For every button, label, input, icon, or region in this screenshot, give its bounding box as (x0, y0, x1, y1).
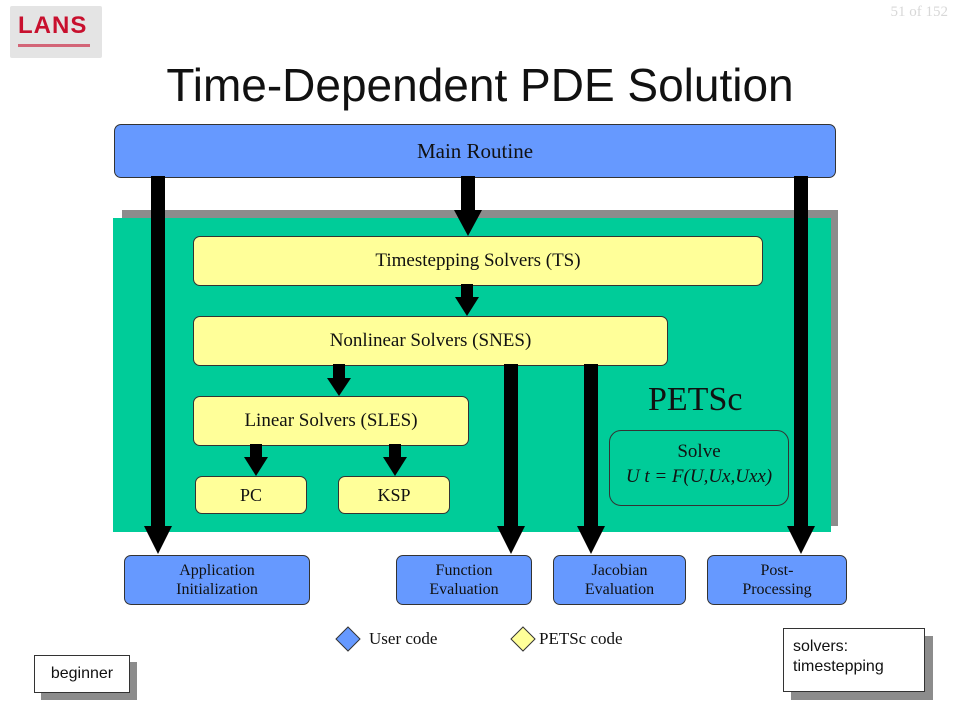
post-processing-box: Post- Processing (707, 555, 847, 605)
beginner-tag-text: beginner (50, 665, 114, 682)
arrow-head (497, 526, 525, 554)
arrow-head (455, 297, 479, 316)
output-line: Function (435, 562, 493, 579)
topic-tag: solvers: timestepping (783, 628, 925, 692)
output-line: Initialization (176, 581, 258, 598)
topic-tag-line: timestepping (793, 658, 884, 675)
nonlinear-solvers-box: Nonlinear Solvers (SNES) (193, 316, 668, 366)
arrow-shaft (389, 444, 401, 458)
arrow-head (577, 526, 605, 554)
arrow-shaft (461, 176, 475, 212)
arrow-shaft (584, 364, 598, 528)
arrow-head (383, 457, 407, 476)
user-code-diamond (335, 626, 361, 652)
main-routine-box: Main Routine (114, 124, 836, 178)
output-line: Processing (742, 581, 812, 598)
output-line: Application (179, 562, 255, 579)
arrow-shaft (250, 444, 262, 458)
solve-box: Solve U t = F(U,Ux,Uxx) (609, 430, 789, 506)
arrow-head (787, 526, 815, 554)
solve-equation: U t = F(U,Ux,Uxx) (625, 466, 773, 487)
arrow-head (454, 210, 482, 236)
topic-tag-line: solvers: (793, 638, 849, 655)
logo-text: LANS (18, 12, 88, 39)
arrow-shaft (794, 176, 808, 528)
pc-box: PC (195, 476, 307, 514)
ksp-box: KSP (338, 476, 450, 514)
petsc-label: PETSc (648, 381, 743, 418)
output-line: Post- (760, 562, 794, 579)
arrow-head (244, 457, 268, 476)
legend-petsc-code: PETSc code (539, 629, 623, 648)
output-line: Evaluation (584, 581, 655, 598)
arrow-head (327, 378, 351, 396)
output-line: Jacobian (591, 562, 648, 579)
slide-number: 51 of 152 (890, 4, 949, 20)
timestepping-solvers-box: Timestepping Solvers (TS) (193, 236, 763, 286)
legend-user-code: User code (369, 629, 438, 648)
arrow-shaft (461, 284, 473, 298)
arrow-shaft (504, 364, 518, 528)
lans-logo: LANS (10, 6, 102, 58)
output-line: Evaluation (429, 581, 499, 598)
solve-title: Solve (677, 441, 721, 462)
linear-solvers-box: Linear Solvers (SLES) (193, 396, 469, 446)
petsc-code-diamond (510, 626, 536, 652)
arrow-shaft (151, 176, 165, 528)
arrow-shaft (333, 364, 345, 380)
logo-underline (18, 44, 90, 47)
arrow-head (144, 526, 172, 554)
beginner-tag: beginner (34, 655, 130, 693)
slide-title: Time-Dependent PDE Solution (166, 59, 794, 111)
